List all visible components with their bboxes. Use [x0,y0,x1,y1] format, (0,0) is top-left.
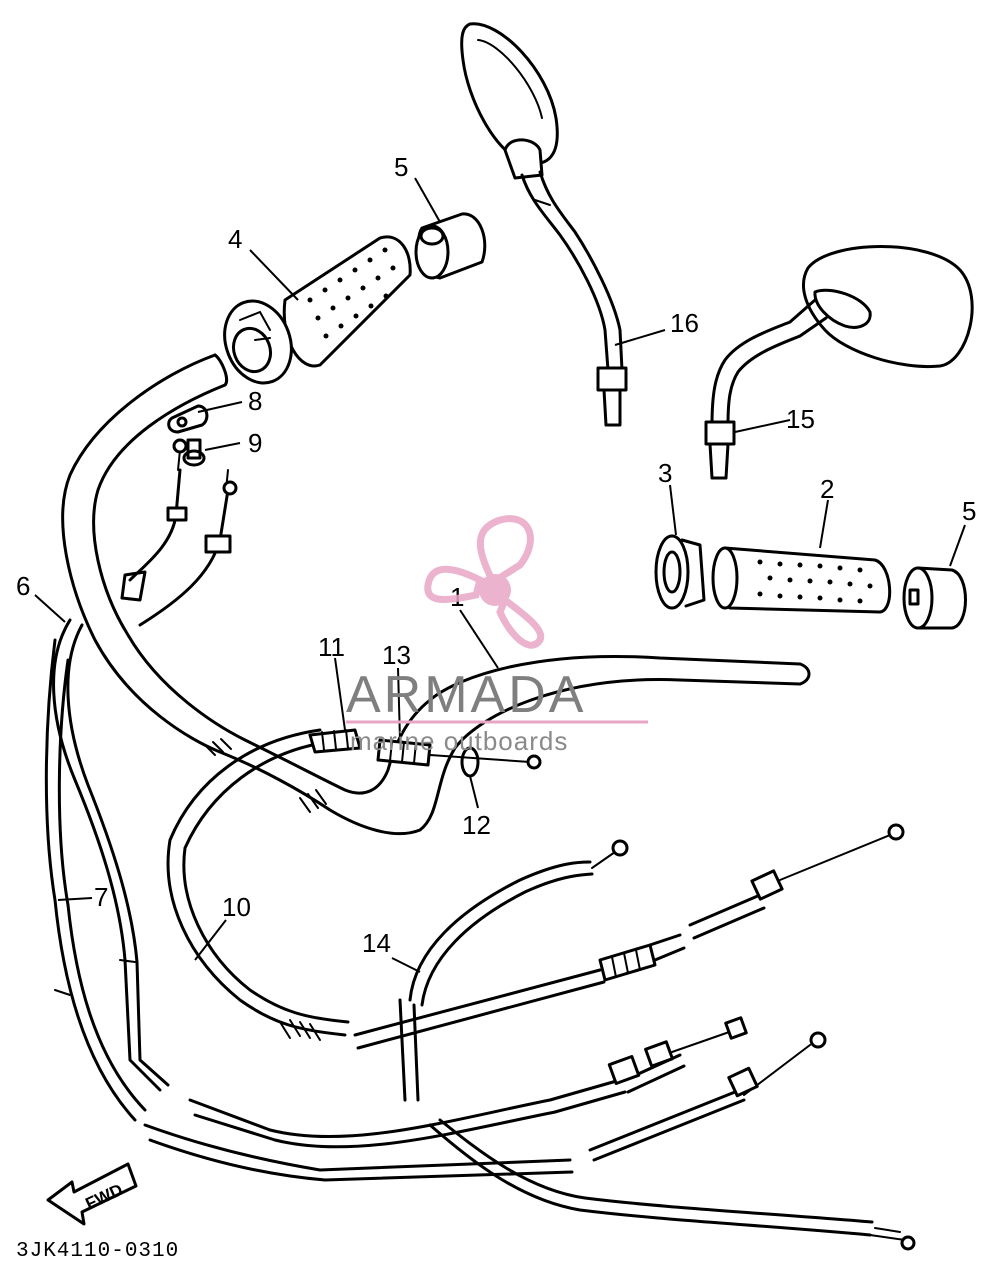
control-cables [44,438,916,1251]
forward-arrow: FWD [46,1162,138,1226]
callout-labels: 4 5 16 15 8 9 3 2 5 1 6 7 10 11 13 12 14 [16,152,976,958]
leader-lines [34,177,966,973]
callout-16: 16 [670,308,699,338]
watermark: ARMADA marine outboards [346,515,648,756]
callout-13: 13 [382,640,411,670]
grip-end-right [902,566,967,630]
propeller-icon [424,515,545,649]
callout-7: 7 [94,882,108,912]
grip-right [711,546,892,614]
callout-15: 15 [786,404,815,434]
callout-8: 8 [248,386,262,416]
grip-left [223,235,412,385]
watermark-tagline: marine outboards [350,726,568,756]
part-code: 3JK4110-0310 [16,1240,179,1263]
callout-12: 12 [462,810,491,840]
callout-5-top: 5 [394,152,408,182]
grip-end-top [414,212,487,280]
mirror-right [704,245,974,480]
callout-10: 10 [222,892,251,922]
callout-4: 4 [228,224,242,254]
callout-2: 2 [820,474,834,504]
callout-14: 14 [362,928,391,958]
callout-9: 9 [248,428,262,458]
grip-left-texture [307,247,396,339]
small-parts [167,404,209,467]
callout-3: 3 [658,458,672,488]
grip-right-texture [757,559,873,604]
callout-11: 11 [318,632,345,662]
callout-6: 6 [16,571,30,601]
callout-5-right: 5 [962,496,976,526]
watermark-brand: ARMADA [346,666,586,724]
grip-collar [654,534,706,610]
mirror-left [460,22,628,427]
